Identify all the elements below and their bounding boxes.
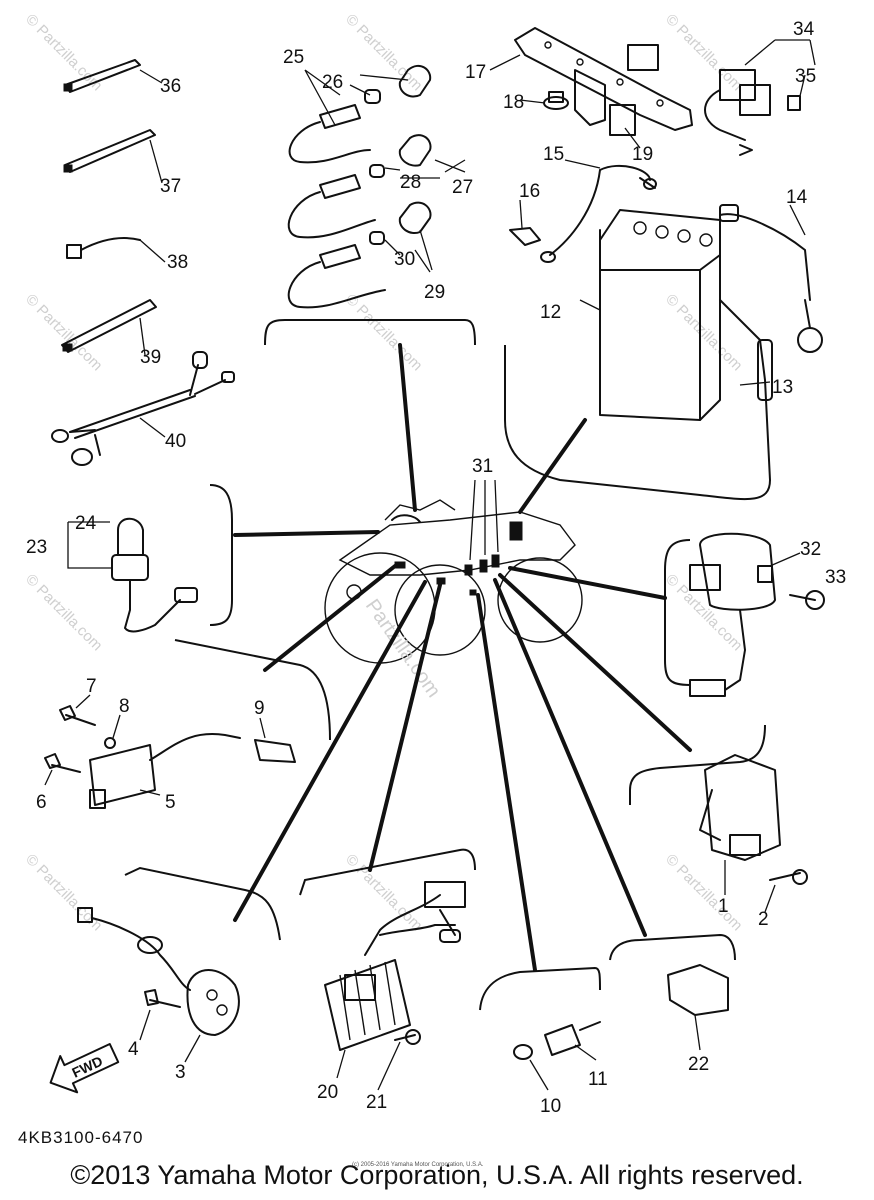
callout-13: 13 <box>772 377 793 398</box>
callout-16: 16 <box>519 181 540 202</box>
callout-22: 22 <box>688 1054 709 1075</box>
callout-15: 15 <box>543 144 564 165</box>
pickup-coil <box>77 907 240 1063</box>
rectifier-regulator <box>324 881 466 1091</box>
callout-30: 30 <box>394 249 415 270</box>
callout-9: 9 <box>254 698 265 719</box>
callout-25: 25 <box>283 47 304 68</box>
watermark-small: © Partzilla.com <box>662 571 745 654</box>
watermark-small: © Partzilla.com <box>342 291 425 374</box>
callout-38: 38 <box>167 252 188 273</box>
plug-wires <box>287 64 466 309</box>
cdi-unit <box>699 754 808 913</box>
watermark-small: © Partzilla.com <box>22 571 105 654</box>
callout-40: 40 <box>165 431 186 452</box>
callout-31: 31 <box>472 456 493 477</box>
watermark-small: © Partzilla.com <box>22 851 105 934</box>
callout-24: 24 <box>75 513 97 534</box>
starter-relay <box>704 39 816 156</box>
watermark-small: © Partzilla.com <box>662 291 745 374</box>
callout-12: 12 <box>540 302 561 323</box>
fwd-arrow-icon: FWD <box>49 1043 120 1094</box>
callout-35: 35 <box>795 66 816 87</box>
callout-37: 37 <box>160 176 181 197</box>
relay-unit <box>689 532 825 697</box>
callout-19: 19 <box>632 144 653 165</box>
atv-silhouette: Partzilla.com <box>324 499 583 702</box>
callout-23: 23 <box>26 537 47 558</box>
callout-7: 7 <box>86 676 97 697</box>
watermark-small: © Partzilla.com <box>22 291 105 374</box>
watermark-small: © Partzilla.com <box>662 11 745 94</box>
watermark-small: © Partzilla.com <box>22 11 105 94</box>
callout-11: 11 <box>588 1069 608 1090</box>
callout-29: 29 <box>424 282 445 303</box>
callout-14: 14 <box>786 187 808 208</box>
copyright-notice: ©2013 Yamaha Motor Corporation, U.S.A. A… <box>70 1160 804 1190</box>
credit-line: (c) 2005-2016 Yamaha Motor Corporation, … <box>352 1162 484 1168</box>
wire-bands <box>51 59 235 466</box>
watermark-small: © Partzilla.com <box>342 11 425 94</box>
callout-2: 2 <box>758 909 769 930</box>
watermark-small: © Partzilla.com <box>342 851 425 934</box>
callout-20: 20 <box>317 1082 338 1103</box>
callout-8: 8 <box>119 696 130 717</box>
ignition-coil <box>44 694 296 809</box>
callout-4: 4 <box>128 1039 139 1060</box>
callout-27: 27 <box>452 177 473 198</box>
callout-10: 10 <box>540 1096 561 1117</box>
callout-3: 3 <box>175 1062 186 1083</box>
watermark-small: © Partzilla.com <box>662 851 745 934</box>
callout-18: 18 <box>503 92 524 113</box>
coupler-cover <box>667 964 729 1051</box>
battery-group <box>489 27 823 481</box>
callout-6: 6 <box>36 792 47 813</box>
diagram-code: 4KB3100-6470 <box>18 1128 144 1147</box>
neutral-switch <box>513 1021 601 1091</box>
callout-26: 26 <box>322 72 343 93</box>
callout-labels: 1 2 3 4 5 6 7 8 9 10 11 12 13 14 15 16 1… <box>26 19 846 1117</box>
callout-17: 17 <box>465 62 486 83</box>
callout-33: 33 <box>825 567 846 588</box>
callout-21: 21 <box>366 1092 387 1113</box>
spokes <box>233 343 692 972</box>
brackets <box>124 319 771 1011</box>
callout-39: 39 <box>140 347 161 368</box>
callout-1: 1 <box>718 896 729 917</box>
main-switch <box>67 517 198 633</box>
callout-32: 32 <box>800 539 821 560</box>
callout-36: 36 <box>160 76 181 97</box>
callout-28: 28 <box>400 172 421 193</box>
callout-5: 5 <box>165 792 176 813</box>
callout-34: 34 <box>793 19 815 40</box>
